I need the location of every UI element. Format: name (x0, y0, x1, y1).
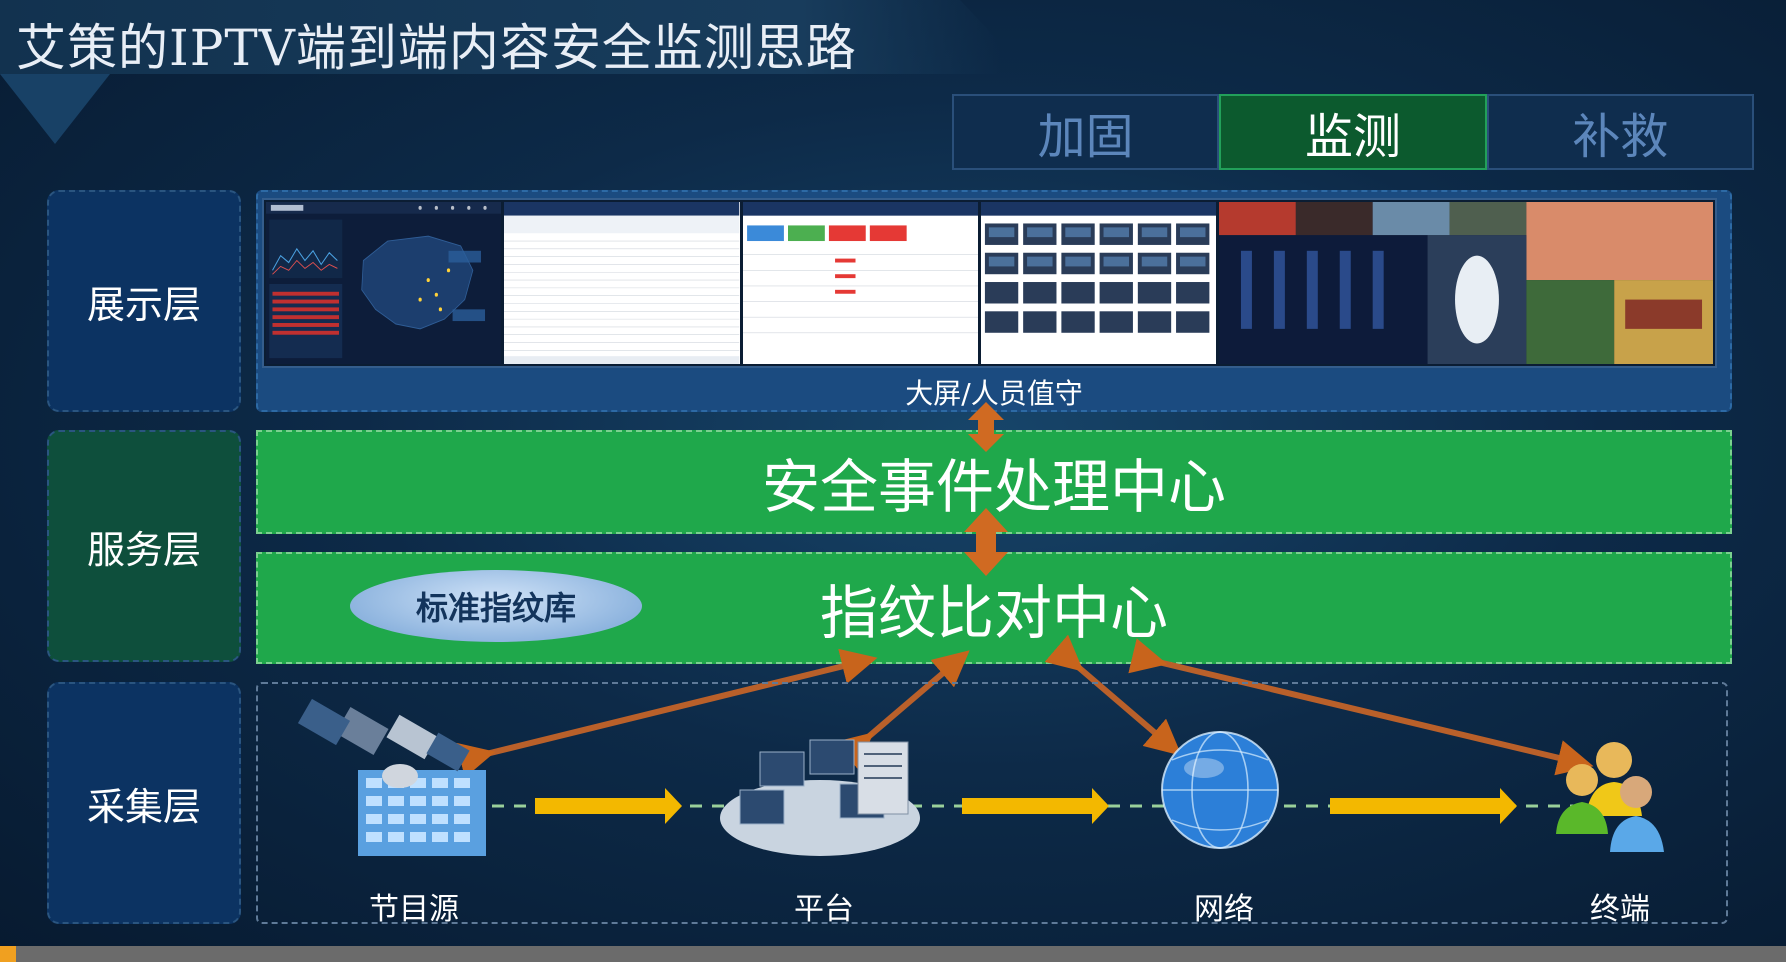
tab-harden[interactable]: 加固 (952, 94, 1220, 170)
service-internal-arrow (964, 508, 1008, 576)
screen-wall (262, 198, 1717, 368)
flow-arrow-1 (535, 788, 682, 824)
tab-remedy[interactable]: 补救 (1486, 94, 1754, 170)
page-title: 艾策的IPTV端到端内容安全监测思路 (16, 19, 857, 77)
node-label-network: 网络 (1194, 892, 1254, 927)
node-label-platform: 平台 (794, 892, 854, 927)
flow-arrow-3 (1330, 788, 1517, 824)
terminal-arrow (1128, 638, 1594, 776)
bottom-bar-accent (0, 946, 16, 962)
table-report-screen (504, 202, 740, 364)
tab-monitor[interactable]: 监测 (1219, 94, 1487, 170)
users-icon (1556, 742, 1664, 852)
display-service-arrow (968, 402, 1004, 452)
flow-arrow-2 (962, 788, 1109, 824)
globe-icon (1161, 731, 1279, 849)
layer-service-label: 服务层 (47, 430, 241, 662)
alert-table-screen (742, 202, 978, 364)
satellite-building-icon (297, 698, 486, 856)
bottom-bar (0, 946, 1786, 962)
source-arrow (456, 648, 878, 778)
title-banner (0, 0, 1000, 74)
collect-band (256, 682, 1728, 924)
server-network-icon (720, 739, 920, 856)
standard-fingerprint-db: 标准指纹库 (350, 570, 642, 642)
tab-bar: 加固 监测 补救 (952, 94, 1754, 170)
dashboard-map-screen (266, 202, 502, 364)
node-label-terminal: 终端 (1590, 892, 1650, 927)
thumbnail-grid-screen (980, 202, 1216, 364)
platform-arrow (834, 650, 970, 770)
display-caption: 大屏/人员值守 (905, 377, 1083, 410)
node-label-source: 节目源 (369, 892, 459, 927)
corner-decoration (0, 74, 110, 144)
layer-display-label: 展示层 (47, 190, 241, 412)
video-wall-photo (1219, 202, 1714, 364)
layer-collect-label: 采集层 (47, 682, 241, 924)
